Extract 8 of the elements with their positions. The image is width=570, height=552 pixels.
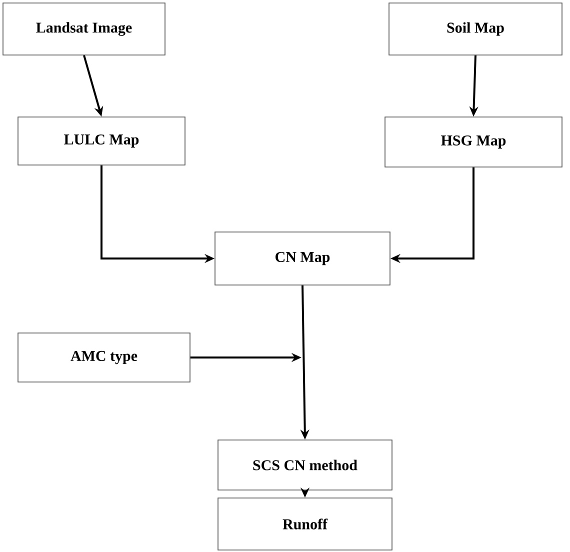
process-box: Soil Map	[388, 2, 562, 56]
process-box: LULC Map	[18, 116, 186, 166]
process-box: Landsat Image	[2, 2, 166, 56]
process-box: HSG Map	[384, 116, 562, 168]
process-box: AMC type	[18, 332, 190, 382]
process-box: Runoff	[218, 498, 392, 550]
process-box: CN Map	[214, 232, 390, 286]
process-box: SCS CN method	[218, 440, 392, 490]
